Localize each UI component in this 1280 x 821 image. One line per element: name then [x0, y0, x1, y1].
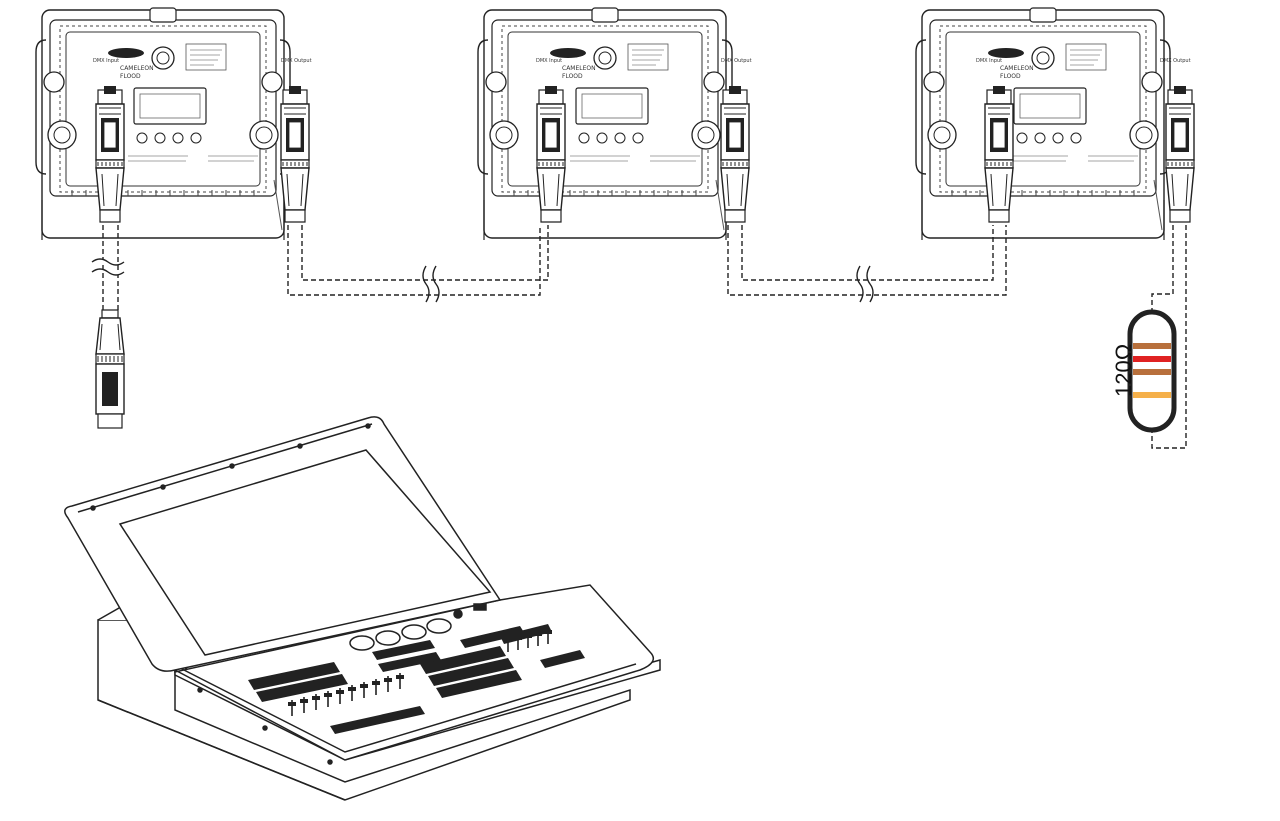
fixture-1-input-label: DMX Input [93, 58, 119, 64]
fixture-2: DMX Input DMX Output [477, 7, 752, 241]
xlr-plug-controller-end[interactable] [95, 309, 125, 429]
xlr-connector-fixture-1-output[interactable] [280, 85, 310, 223]
fixture-3: DMX Input DMX Output [915, 7, 1191, 241]
xlr-connector-fixture-2-input[interactable] [536, 85, 566, 223]
resistor-band [1133, 392, 1171, 398]
xlr-connector-fixture-1-input[interactable] [95, 85, 125, 223]
cable-fixture-1-to-fixture-2 [287, 225, 549, 296]
lighting-console [64, 416, 661, 801]
fixture-3-input-label: DMX Input [976, 58, 1002, 64]
fixture-3-output-label: DMX Output [1160, 58, 1191, 64]
resistor-band [1133, 369, 1171, 375]
dmx-cables [102, 225, 1187, 449]
encoder-knob [375, 630, 401, 646]
resistor-value-label: 120Ω [1111, 344, 1136, 397]
fixture-2-output-label: DMX Output [721, 58, 752, 64]
resistor-band [1133, 343, 1171, 349]
xlr-connector-fixture-2-output[interactable] [720, 85, 750, 223]
xlr-connector-fixture-3-output[interactable] [1165, 85, 1195, 223]
fixture-1: DMX Input DMX Output [35, 7, 312, 241]
encoder-knob [349, 635, 375, 651]
encoder-knob [401, 624, 427, 640]
cable-break-marks [91, 258, 874, 303]
cable-controller-to-fixture-1 [102, 225, 119, 310]
resistor-band [1133, 356, 1171, 362]
fixture-2-input-label: DMX Input [536, 58, 562, 64]
fixture-1-output-label: DMX Output [281, 58, 312, 64]
encoder-knob [426, 618, 452, 634]
xlr-connector-fixture-3-input[interactable] [984, 85, 1014, 223]
terminator-resistor: 120Ω [1111, 309, 1177, 433]
cable-fixture-3-to-terminator [1151, 225, 1187, 449]
